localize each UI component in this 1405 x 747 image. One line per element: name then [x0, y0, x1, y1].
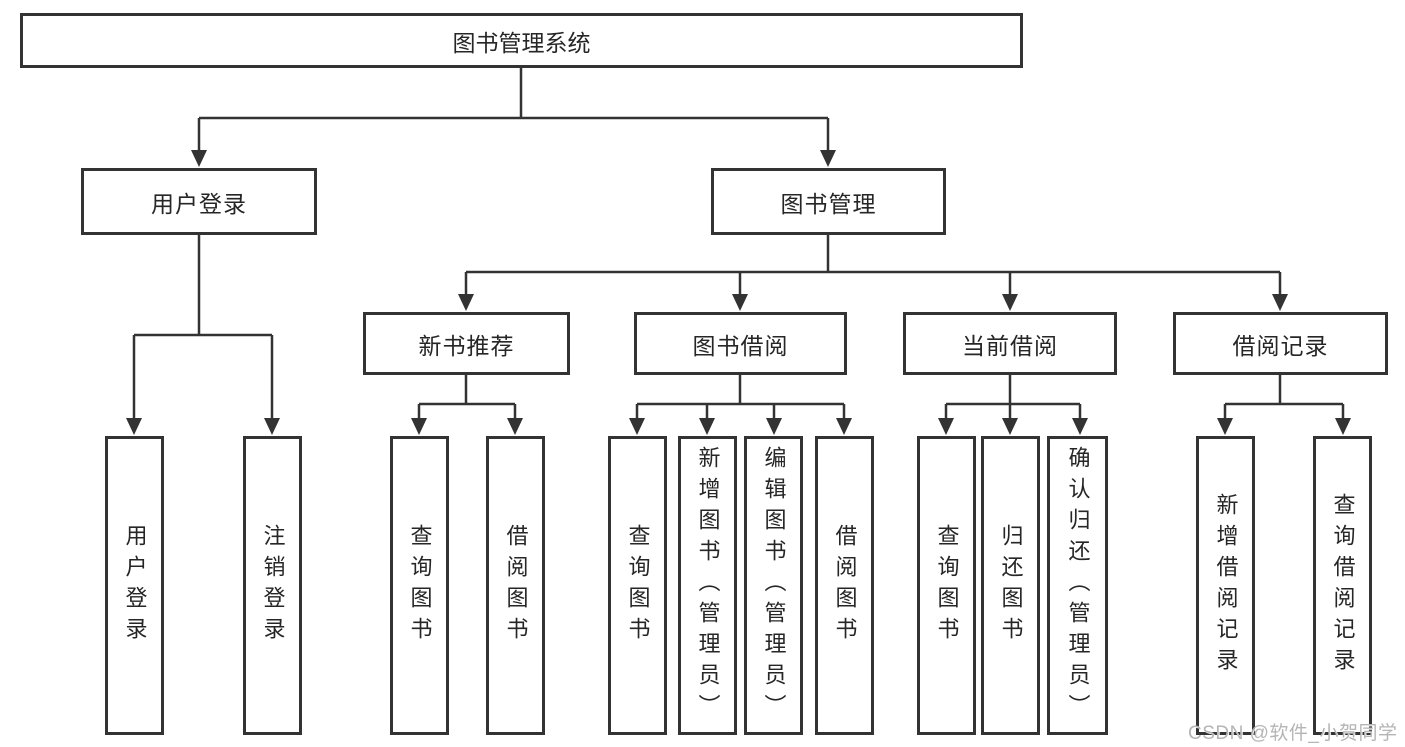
arrowhead — [766, 418, 782, 435]
node-book-management: 图书管理 — [711, 168, 946, 235]
leaf-user-login: 用户登录 — [105, 436, 164, 735]
arrowhead — [1002, 418, 1018, 435]
leaf-borrow-books-recommendation: 借阅图书 — [486, 436, 545, 735]
connector-new-book-children — [417, 375, 517, 420]
leaf-query-books-borrowing: 查询图书 — [608, 436, 667, 735]
leaf-add-borrow-record: 新增借阅记录 — [1196, 436, 1255, 735]
connector-root-to-level2 — [197, 68, 830, 152]
arrowhead — [1272, 294, 1288, 311]
leaf-query-borrow-record-label: 查询借阅记录 — [1330, 492, 1356, 679]
leaf-return-books: 归还图书 — [981, 436, 1040, 735]
leaf-query-books-recommendation-label: 查询图书 — [407, 523, 433, 648]
leaf-query-books-borrowing-label: 查询图书 — [625, 523, 651, 648]
node-new-book-recommendation: 新书推荐 — [363, 312, 570, 375]
arrowhead — [507, 418, 523, 435]
connector-user-login-children — [132, 235, 274, 420]
node-book-management-label: 图书管理 — [780, 190, 877, 217]
leaf-edit-books-admin-label: 编辑图书（管理员） — [761, 446, 787, 725]
arrowhead — [1217, 418, 1233, 435]
leaf-logout: 注销登录 — [243, 436, 302, 735]
leaf-logout-label: 注销登录 — [260, 523, 286, 648]
node-book-borrowing-label: 图书借阅 — [692, 332, 789, 359]
arrowhead — [411, 418, 427, 435]
arrowhead — [732, 294, 748, 311]
arrowhead — [629, 418, 645, 435]
connector-current-borrow-children — [944, 375, 1082, 420]
arrowhead — [699, 418, 715, 435]
arrowhead — [836, 418, 852, 435]
leaf-query-borrow-record: 查询借阅记录 — [1313, 436, 1372, 735]
node-book-borrowing: 图书借阅 — [634, 312, 847, 375]
leaf-query-books-current: 查询图书 — [917, 436, 976, 735]
node-user-login: 用户登录 — [81, 168, 317, 235]
leaf-borrow-books-recommendation-label: 借阅图书 — [503, 523, 529, 648]
node-borrowing-records-label: 借阅记录 — [1232, 332, 1329, 359]
connector-book-mgmt-children — [464, 235, 1282, 296]
csdn-watermark: CSDN @软件_小贺同学 — [1188, 723, 1398, 744]
node-current-borrowing-label: 当前借阅 — [962, 332, 1058, 359]
leaf-confirm-return-admin-label: 确认归还（管理员） — [1065, 446, 1091, 725]
node-library-system: 图书管理系统 — [20, 13, 1023, 68]
leaf-add-borrow-record-label: 新增借阅记录 — [1213, 492, 1239, 679]
leaf-borrow-books: 借阅图书 — [815, 436, 874, 735]
arrowhead — [126, 418, 142, 435]
leaf-query-books-recommendation: 查询图书 — [390, 436, 449, 735]
leaf-confirm-return-admin: 确认归还（管理员） — [1047, 436, 1108, 735]
arrowhead — [1072, 418, 1088, 435]
node-library-system-label: 图书管理系统 — [452, 29, 591, 56]
arrowhead — [938, 418, 954, 435]
node-borrowing-records: 借阅记录 — [1173, 312, 1388, 375]
node-user-login-label: 用户登录 — [151, 190, 247, 217]
connector-borrow-records-children — [1223, 375, 1345, 420]
arrowhead — [1002, 294, 1018, 311]
arrowhead — [820, 150, 836, 167]
leaf-return-books-label: 归还图书 — [998, 523, 1024, 648]
arrowhead — [264, 418, 280, 435]
arrowhead — [1335, 418, 1351, 435]
connector-book-borrow-children — [635, 375, 846, 420]
leaf-user-login-label: 用户登录 — [122, 523, 148, 648]
leaf-add-books-admin: 新增图书（管理员） — [678, 436, 737, 735]
leaf-add-books-admin-label: 新增图书（管理员） — [695, 446, 721, 725]
leaf-borrow-books-label: 借阅图书 — [832, 523, 858, 648]
node-current-borrowing: 当前借阅 — [903, 312, 1117, 375]
leaf-edit-books-admin: 编辑图书（管理员） — [744, 436, 803, 735]
leaf-query-books-current-label: 查询图书 — [934, 523, 960, 648]
arrowhead — [458, 294, 474, 311]
node-new-book-recommendation-label: 新书推荐 — [418, 332, 515, 359]
arrowhead — [191, 150, 207, 167]
